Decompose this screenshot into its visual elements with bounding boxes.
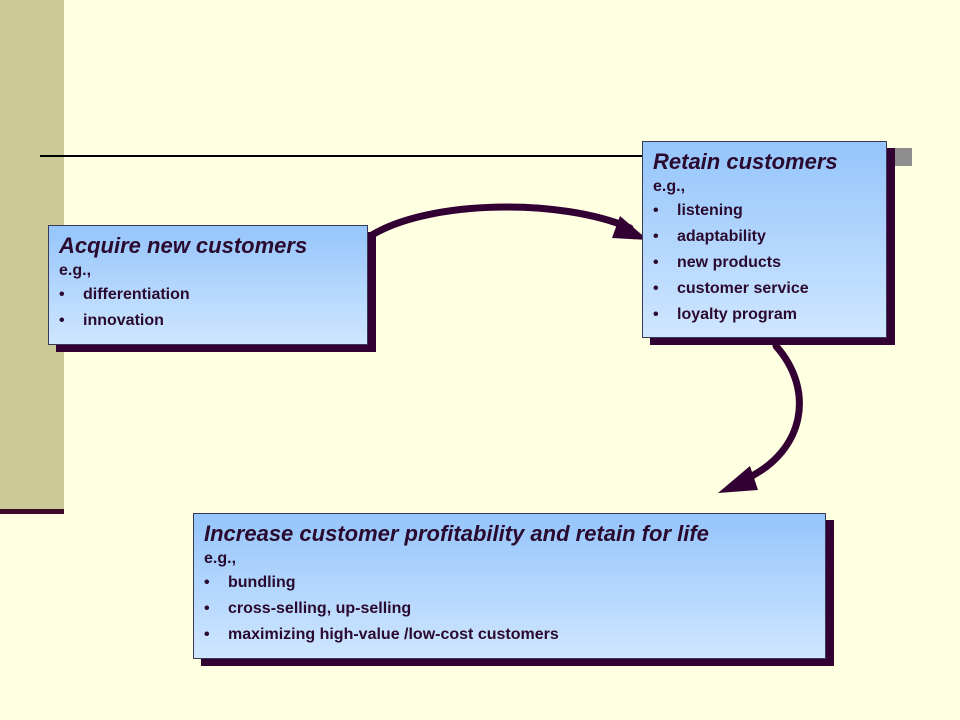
increase-box: Increase customer profitability and reta… <box>193 513 826 659</box>
list-item: • differentiation <box>59 282 359 308</box>
list-item: • maximizing high-value /low-cost custome… <box>204 622 817 648</box>
increase-title: Increase customer profitability and reta… <box>204 521 709 546</box>
retain-box: Retain customers e.g., • listening • adapt… <box>642 141 887 338</box>
list-item-text: maximizing high-value /low-cost customer… <box>228 626 559 643</box>
acquire-box: Acquire new customers e.g., • differentia… <box>48 225 368 345</box>
acquire-title: Acquire new customers <box>59 233 308 258</box>
bullet-icon: • <box>204 574 210 591</box>
list-item-text: adaptability <box>677 228 766 245</box>
retain-list: • listening • adaptability • new products •… <box>653 198 878 328</box>
list-item-text: innovation <box>83 312 164 329</box>
list-item: • listening <box>653 198 878 224</box>
increase-list: • bundling • cross-selling, up-selling • ma… <box>204 570 817 648</box>
list-item-text: listening <box>677 202 743 219</box>
bullet-icon: • <box>59 286 65 303</box>
list-item-text: bundling <box>228 574 296 591</box>
bullet-icon: • <box>653 202 659 219</box>
list-item-text: differentiation <box>83 286 190 303</box>
bullet-icon: • <box>204 600 210 617</box>
acquire-list: • differentiation • innovation <box>59 282 359 334</box>
bullet-icon: • <box>653 280 659 297</box>
list-item-text: loyalty program <box>677 306 798 323</box>
list-item: • adaptability <box>653 224 878 250</box>
increase-eg-label: e.g., <box>204 550 237 567</box>
arrowhead-increase <box>718 466 758 493</box>
retain-title: Retain customers <box>653 149 838 174</box>
bullet-icon: • <box>59 312 65 329</box>
list-item-text: customer service <box>677 280 809 297</box>
arrowhead-retain <box>612 216 648 240</box>
acquire-eg-label: e.g., <box>59 262 92 279</box>
arrow-acquire-to-retain <box>368 203 634 239</box>
list-item: • cross-selling, up-selling <box>204 596 817 622</box>
arrow-retain-to-increase <box>744 342 803 482</box>
list-item: • bundling <box>204 570 817 596</box>
title-divider-line <box>40 155 645 157</box>
bullet-icon: • <box>653 228 659 245</box>
list-item: • loyalty program <box>653 302 878 328</box>
bullet-icon: • <box>653 254 659 271</box>
list-item: • innovation <box>59 308 359 334</box>
list-item-text: cross-selling, up-selling <box>228 600 412 617</box>
list-item-text: new products <box>677 254 782 271</box>
list-item: • customer service <box>653 276 878 302</box>
bullet-icon: • <box>653 306 659 323</box>
left-bar-base-line <box>0 509 64 514</box>
retain-eg-label: e.g., <box>653 178 686 195</box>
list-item: • new products <box>653 250 878 276</box>
bullet-icon: • <box>204 626 210 643</box>
